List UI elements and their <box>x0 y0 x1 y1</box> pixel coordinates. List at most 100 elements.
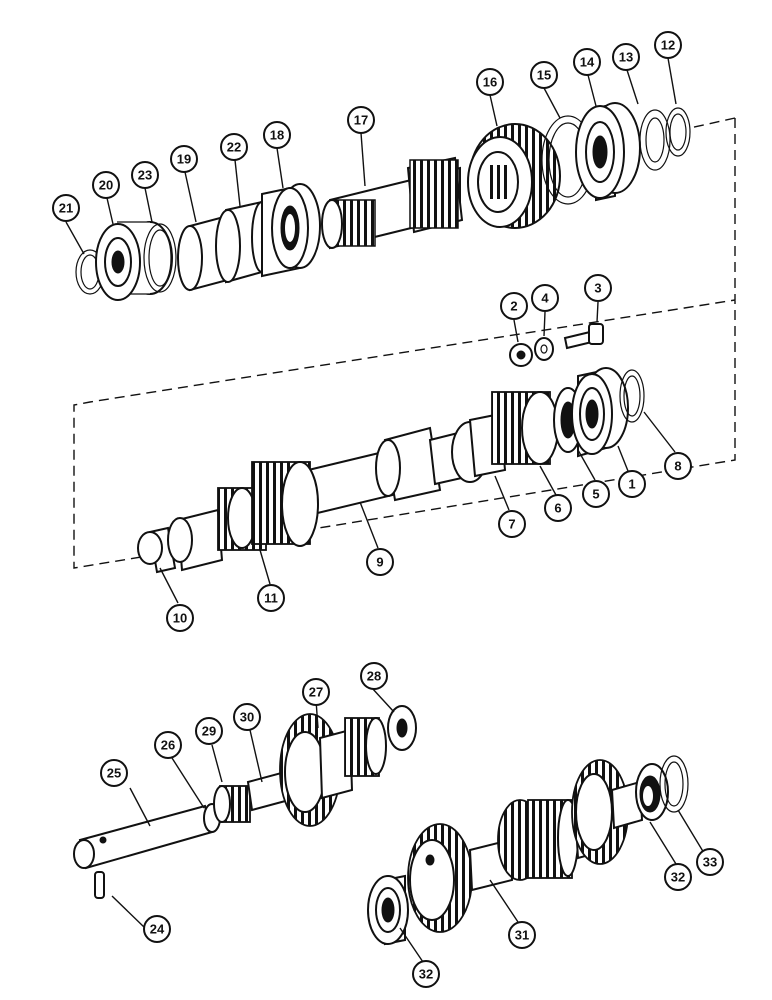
callout-labels: 1 2 3 4 5 6 7 8 9 10 11 12 13 14 15 16 1… <box>52 31 724 988</box>
callout-21: 21 <box>52 194 80 222</box>
svg-text:15: 15 <box>537 68 551 83</box>
gear-6 <box>491 391 559 465</box>
bearing-18 <box>261 183 321 278</box>
callout-18: 18 <box>263 121 291 149</box>
svg-text:20: 20 <box>99 178 113 193</box>
callout-15: 15 <box>530 61 558 89</box>
reverse-idler-assembly <box>73 705 417 899</box>
roll-pin-24 <box>94 871 105 899</box>
callout-1: 1 <box>618 470 646 498</box>
callout-12: 12 <box>654 31 682 59</box>
svg-text:13: 13 <box>619 50 633 65</box>
lockwasher-4 <box>534 337 554 361</box>
dashed-link-line <box>689 117 736 129</box>
svg-text:11: 11 <box>264 591 278 606</box>
bearing-1 <box>571 367 629 458</box>
svg-text:32: 32 <box>419 967 433 982</box>
callout-33: 33 <box>696 848 724 876</box>
callout-3: 3 <box>584 274 612 302</box>
top-shaft-assembly <box>75 102 691 301</box>
svg-text:21: 21 <box>59 201 73 216</box>
svg-text:24: 24 <box>150 922 165 937</box>
callout-24: 24 <box>143 915 171 943</box>
svg-text:30: 30 <box>240 710 254 725</box>
callout-31: 31 <box>508 921 536 949</box>
svg-text:19: 19 <box>177 152 191 167</box>
shaft-17 <box>321 156 464 250</box>
callout-28: 28 <box>360 662 388 690</box>
svg-text:18: 18 <box>270 128 284 143</box>
callout-20: 20 <box>92 171 120 199</box>
callout-2: 2 <box>500 292 528 320</box>
svg-text:33: 33 <box>703 855 717 870</box>
svg-text:22: 22 <box>227 140 241 155</box>
svg-text:29: 29 <box>202 724 216 739</box>
leader-lines <box>65 57 708 963</box>
svg-text:27: 27 <box>309 685 323 700</box>
svg-text:8: 8 <box>674 459 681 474</box>
callout-13: 13 <box>612 43 640 71</box>
ring-23 <box>143 223 177 293</box>
callout-26: 26 <box>154 731 182 759</box>
callout-14: 14 <box>573 48 601 76</box>
circlip-8 <box>619 369 645 423</box>
svg-text:12: 12 <box>661 38 675 53</box>
countershaft-31 <box>407 759 644 933</box>
callout-29: 29 <box>195 717 223 745</box>
callout-7: 7 <box>498 510 526 538</box>
bearing-14 <box>575 102 641 202</box>
callout-16: 16 <box>476 68 504 96</box>
callout-4: 4 <box>531 284 559 312</box>
circlip-12 <box>665 107 691 157</box>
callout-17: 17 <box>347 106 375 134</box>
thrust-washer-28 <box>387 705 417 751</box>
callout-22: 22 <box>220 133 248 161</box>
callout-8: 8 <box>664 452 692 480</box>
svg-text:14: 14 <box>580 55 595 70</box>
needle-bearing-29 <box>213 785 251 823</box>
bearing-20 <box>95 221 173 301</box>
callout-23: 23 <box>131 161 159 189</box>
countershaft-assembly <box>367 755 689 946</box>
callout-32-right: 32 <box>664 863 692 891</box>
callout-25: 25 <box>100 759 128 787</box>
dashed-assembly-boundary <box>73 118 736 569</box>
callout-11: 11 <box>257 584 285 612</box>
callout-5: 5 <box>582 480 610 508</box>
bolt-3 <box>563 323 604 350</box>
gear-16 <box>467 123 561 229</box>
washer-2 <box>509 343 533 367</box>
bearing-32-right <box>635 763 669 821</box>
svg-text:10: 10 <box>173 611 187 626</box>
idler-shaft-25 <box>73 804 214 870</box>
svg-text:32: 32 <box>671 870 685 885</box>
svg-text:9: 9 <box>376 555 383 570</box>
svg-text:31: 31 <box>515 928 529 943</box>
svg-text:25: 25 <box>107 766 121 781</box>
svg-text:23: 23 <box>138 168 152 183</box>
svg-text:7: 7 <box>508 517 515 532</box>
svg-text:2: 2 <box>510 299 517 314</box>
callout-10: 10 <box>166 604 194 632</box>
svg-text:4: 4 <box>541 291 549 306</box>
gear-cluster-27 <box>279 713 387 827</box>
callout-6: 6 <box>544 494 572 522</box>
shim-13 <box>639 109 671 171</box>
svg-text:28: 28 <box>367 669 381 684</box>
svg-text:17: 17 <box>354 113 368 128</box>
svg-text:5: 5 <box>592 487 599 502</box>
callout-30: 30 <box>233 703 261 731</box>
svg-text:1: 1 <box>628 477 635 492</box>
shaft-9 <box>251 412 507 547</box>
shim-33 <box>659 755 689 813</box>
callout-32-left: 32 <box>412 960 440 988</box>
svg-text:6: 6 <box>554 501 561 516</box>
svg-text:16: 16 <box>483 75 497 90</box>
svg-text:3: 3 <box>594 281 601 296</box>
callout-19: 19 <box>170 145 198 173</box>
bearing-32-left <box>367 874 409 946</box>
middle-shaft-assembly <box>137 323 645 574</box>
callout-27: 27 <box>302 678 330 706</box>
